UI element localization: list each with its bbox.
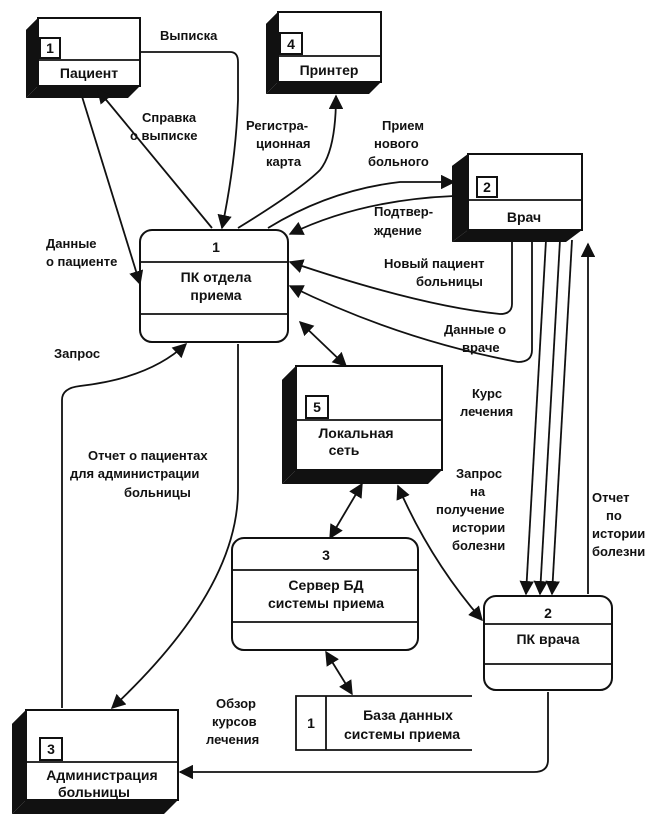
flow-label-treatment-course-2: лечения [460,404,513,419]
flow-arrows [61,51,596,780]
entity-number: 2 [483,179,491,195]
entity-label-line2: больницы [58,784,130,800]
flow-label-discharge-cert-1: Справка [142,110,197,125]
flow-network-link-arrow [298,321,348,367]
flow-new-hosp-patient-arrow [288,240,513,315]
flow-label-discharge-cert-2: о выписке [130,128,197,143]
flow-reg-card-arrow [237,94,344,229]
flow-treatment-course-arrow-2 [533,239,561,596]
entity-label: Принтер [300,62,359,78]
process-number: 1 [212,239,220,255]
flow-label-request: Запрос [54,346,100,361]
entity-local-network[interactable]: 5 Локальная сеть [282,365,443,484]
entity-patient[interactable]: 1 Пациент [26,17,141,98]
process-label-line1: ПК врача [516,631,579,647]
flow-label-history-request-1: Запрос [456,466,502,481]
process-label-line1: Сервер БД [288,577,363,593]
flow-label-reg-card-1: Регистра- [246,118,308,133]
flow-label-history-request-4: истории [452,520,505,535]
entity-label-line2: сеть [329,442,360,458]
flow-label-history-report-1: Отчет [592,490,629,505]
flow-treatment-course-arrow-1 [519,239,547,596]
flow-doctor-data-arrow [288,240,533,363]
flow-label-confirmation-2: ждение [373,223,422,238]
flow-label-patients-report-3: больницы [124,485,191,500]
flow-new-admission-arrow [267,174,456,229]
flow-label-new-admission-2: нового [374,136,419,151]
flow-label-history-report-2: по [606,508,622,523]
flow-label-treatment-course-1: Курс [472,386,502,401]
process-db-server[interactable]: 3 Сервер БД системы приема [231,537,419,651]
flow-discharge-arrow [140,51,239,230]
flow-network-db-arrow [329,482,363,540]
entity-number: 1 [46,40,54,56]
flow-patient-data-arrow [79,89,144,286]
flow-label-doctor-data-1: Данные о [444,322,506,337]
entity-label: Пациент [60,65,118,81]
entity-label-line1: Локальная [318,425,393,441]
entity-doctor[interactable]: 2 Врач [452,153,583,242]
flow-label-patients-report-2: для администрации [70,466,199,481]
entity-number: 3 [47,741,55,757]
flow-label-confirmation-1: Подтвер- [374,204,433,219]
process-label-line2: приема [190,287,241,303]
flow-discharge-cert-arrow [97,88,213,229]
flow-treatment-course-arrow-3 [545,239,573,596]
process-number: 3 [322,547,330,563]
flow-label-history-report-3: истории [592,526,645,541]
flow-request-arrow [61,343,188,708]
flow-label-patient-data-1: Данные [46,236,97,251]
flow-label-discharge: Выписка [160,28,218,43]
process-label-line2: системы приема [268,595,384,611]
flow-network-doctorpc-arrow [396,484,483,622]
process-number: 2 [544,605,552,621]
store-label-line2: системы приема [344,726,460,742]
flow-confirmation-arrow [288,195,455,235]
flow-label-reg-card-2: ционная [256,136,310,151]
process-label-line1: ПК отдела [181,269,252,285]
flow-label-new-hosp-patient-2: больницы [416,274,483,289]
flow-patients-report-arrow [110,344,239,709]
flow-label-courses-review-1: Обзор [216,696,256,711]
flow-label-patient-data-2: о пациенте [46,254,117,269]
flow-label-new-hosp-patient-1: Новый пациент [384,256,485,271]
flow-db-store-arrow [325,650,353,696]
flow-label-history-request-2: на [470,484,486,499]
flow-label-reg-card-3: карта [266,154,302,169]
entity-number: 4 [287,36,295,52]
flow-label-doctor-data-2: враче [462,340,500,355]
flow-label-new-admission-1: Прием [382,118,424,133]
data-store[interactable]: 1 База данных системы приема [295,695,472,751]
flow-label-courses-review-3: лечения [206,732,259,747]
process-doctor-pc[interactable]: 2 ПК врача [483,595,613,691]
flow-label-history-request-3: получение [436,502,505,517]
entity-label-line1: Администрация [46,767,157,783]
entity-label: Врач [507,209,541,225]
flow-labels: Выписка Справка о выписке Данные о пацие… [46,28,645,747]
entity-printer[interactable]: 4 Принтер [266,11,382,94]
entity-number: 5 [313,399,321,415]
store-number: 1 [307,715,315,731]
flow-courses-review-arrow [178,692,549,780]
process-reception-pc[interactable]: 1 ПК отдела приема [139,229,289,343]
flow-label-history-request-5: болезни [452,538,505,553]
flow-label-history-report-4: болезни [592,544,645,559]
flow-label-patients-report-1: Отчет о пациентах [88,448,208,463]
flow-label-courses-review-2: курсов [212,714,257,729]
entity-hospital-admin[interactable]: 3 Администрация больницы [12,709,179,814]
flow-label-new-admission-3: больного [368,154,429,169]
store-label-line1: База данных [363,707,453,723]
